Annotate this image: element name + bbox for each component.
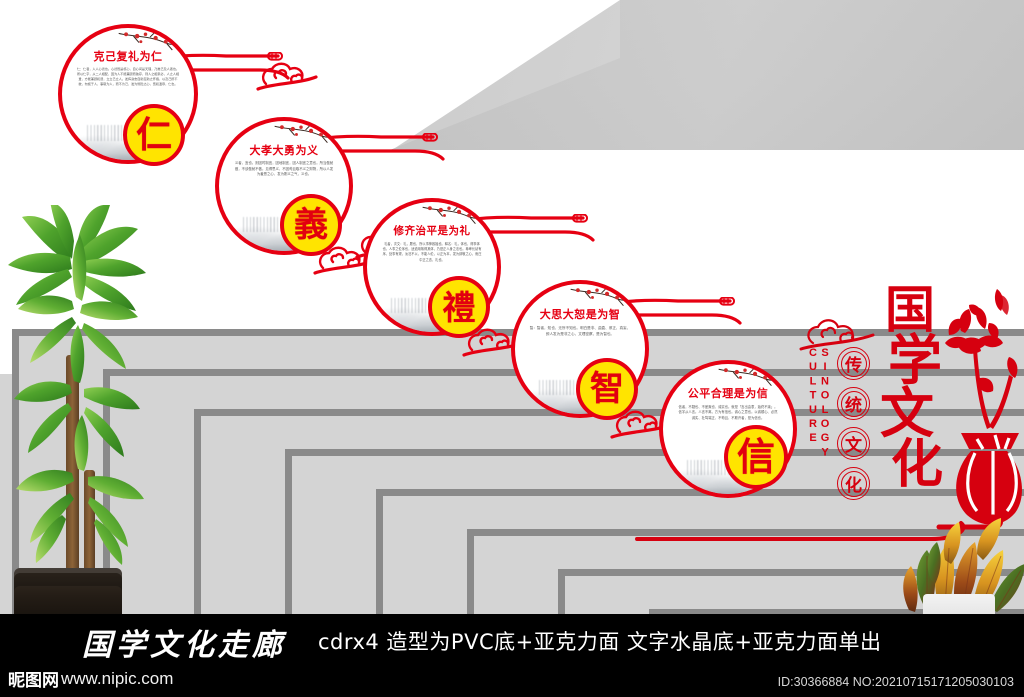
calli-char-3: 文 [880, 380, 934, 445]
watermark[interactable]: 昵图网 www.nipic.com [8, 666, 174, 692]
watermark-cn: 昵图网 [8, 671, 59, 691]
sinology-calligraphy: 国 学 文 化 [863, 285, 955, 517]
bottom-spec-text: cdrx4 造型为PVC底+亚克力面 文字水晶底+亚克力面单出 [318, 630, 882, 654]
virtue-body-ren: 仁：仁者，人人心德也。心德既是核心，自心间是天理，乃推己及人者也。所以仁字，从二… [76, 67, 180, 86]
tradition-circle-2[interactable]: 统 [837, 387, 870, 420]
virtue-title-xin: 公平合理是为信 [687, 387, 769, 400]
virtue-badge-ren[interactable]: 仁 [123, 104, 185, 166]
asset-id-text: ID:30366884 NO:20210715171205030103 [777, 675, 1014, 689]
tradition-circle-4[interactable]: 化 [837, 467, 870, 500]
virtue-body-xin: 信者，不疑也、不差爽也、诚实也。就是「言出由衷，始终不渝」。信字从人言。人言不离… [678, 405, 778, 420]
virtue-badge-yi[interactable]: 義 [280, 194, 342, 256]
calli-char-1: 国 [885, 280, 935, 339]
dracaena-foliage [8, 205, 146, 565]
virtue-title-zhi: 大思大恕是为智 [539, 308, 621, 321]
tradition-circles: 传 统 文 化 [837, 347, 871, 507]
tradition-circle-3[interactable]: 文 [837, 427, 870, 460]
sinology-logo-block: SINOLOGY CULTURE 传 统 文 化 国 学 文 化 [635, 285, 1022, 541]
auspicious-cloud-icon-logo [799, 319, 875, 351]
watermark-url: www.nipic.com [61, 668, 174, 688]
potted-plant-left [0, 205, 207, 630]
lotus-vase-icon [936, 289, 1022, 530]
calli-char-2: 学 [888, 328, 942, 392]
virtue-body-li: 礼者，次文：礼，履也，所以事神致福也。释名：礼，体也，得事体也。人事之伦序也，适… [382, 242, 482, 262]
virtue-title-yi: 大孝大勇为义 [249, 144, 319, 157]
virtue-badge-zhi[interactable]: 智 [576, 358, 638, 420]
virtue-badge-li[interactable]: 禮 [428, 276, 490, 338]
calli-char-4: 化 [890, 433, 943, 495]
virtue-body-zhi: 智：智者，知也，无所不知也。明白是非、曲直、邪正、真妄，即人发为是非之心，文理密… [529, 326, 631, 336]
virtue-badge-xin[interactable]: 信 [724, 425, 788, 489]
virtue-title-li: 修齐治平是为礼 [393, 225, 471, 237]
bottom-brand-title: 国学文化走廊 [82, 628, 286, 663]
virtue-title-ren: 克己复礼为仁 [93, 50, 163, 63]
auspicious-cloud-icon-1 [256, 62, 318, 91]
sinology-english-label: SINOLOGY CULTURE [807, 347, 831, 461]
virtue-body-yi: 义者，宜也。则因时制宜，因地制宜，因人制宜之意也。所当做就做，不该做就不做。见得… [234, 161, 334, 177]
bottom-info-bar: 国学文化走廊 cdrx4 造型为PVC底+亚克力面 文字水晶底+亚克力面单出 昵… [0, 614, 1024, 697]
tradition-circle-1[interactable]: 传 [837, 347, 870, 380]
